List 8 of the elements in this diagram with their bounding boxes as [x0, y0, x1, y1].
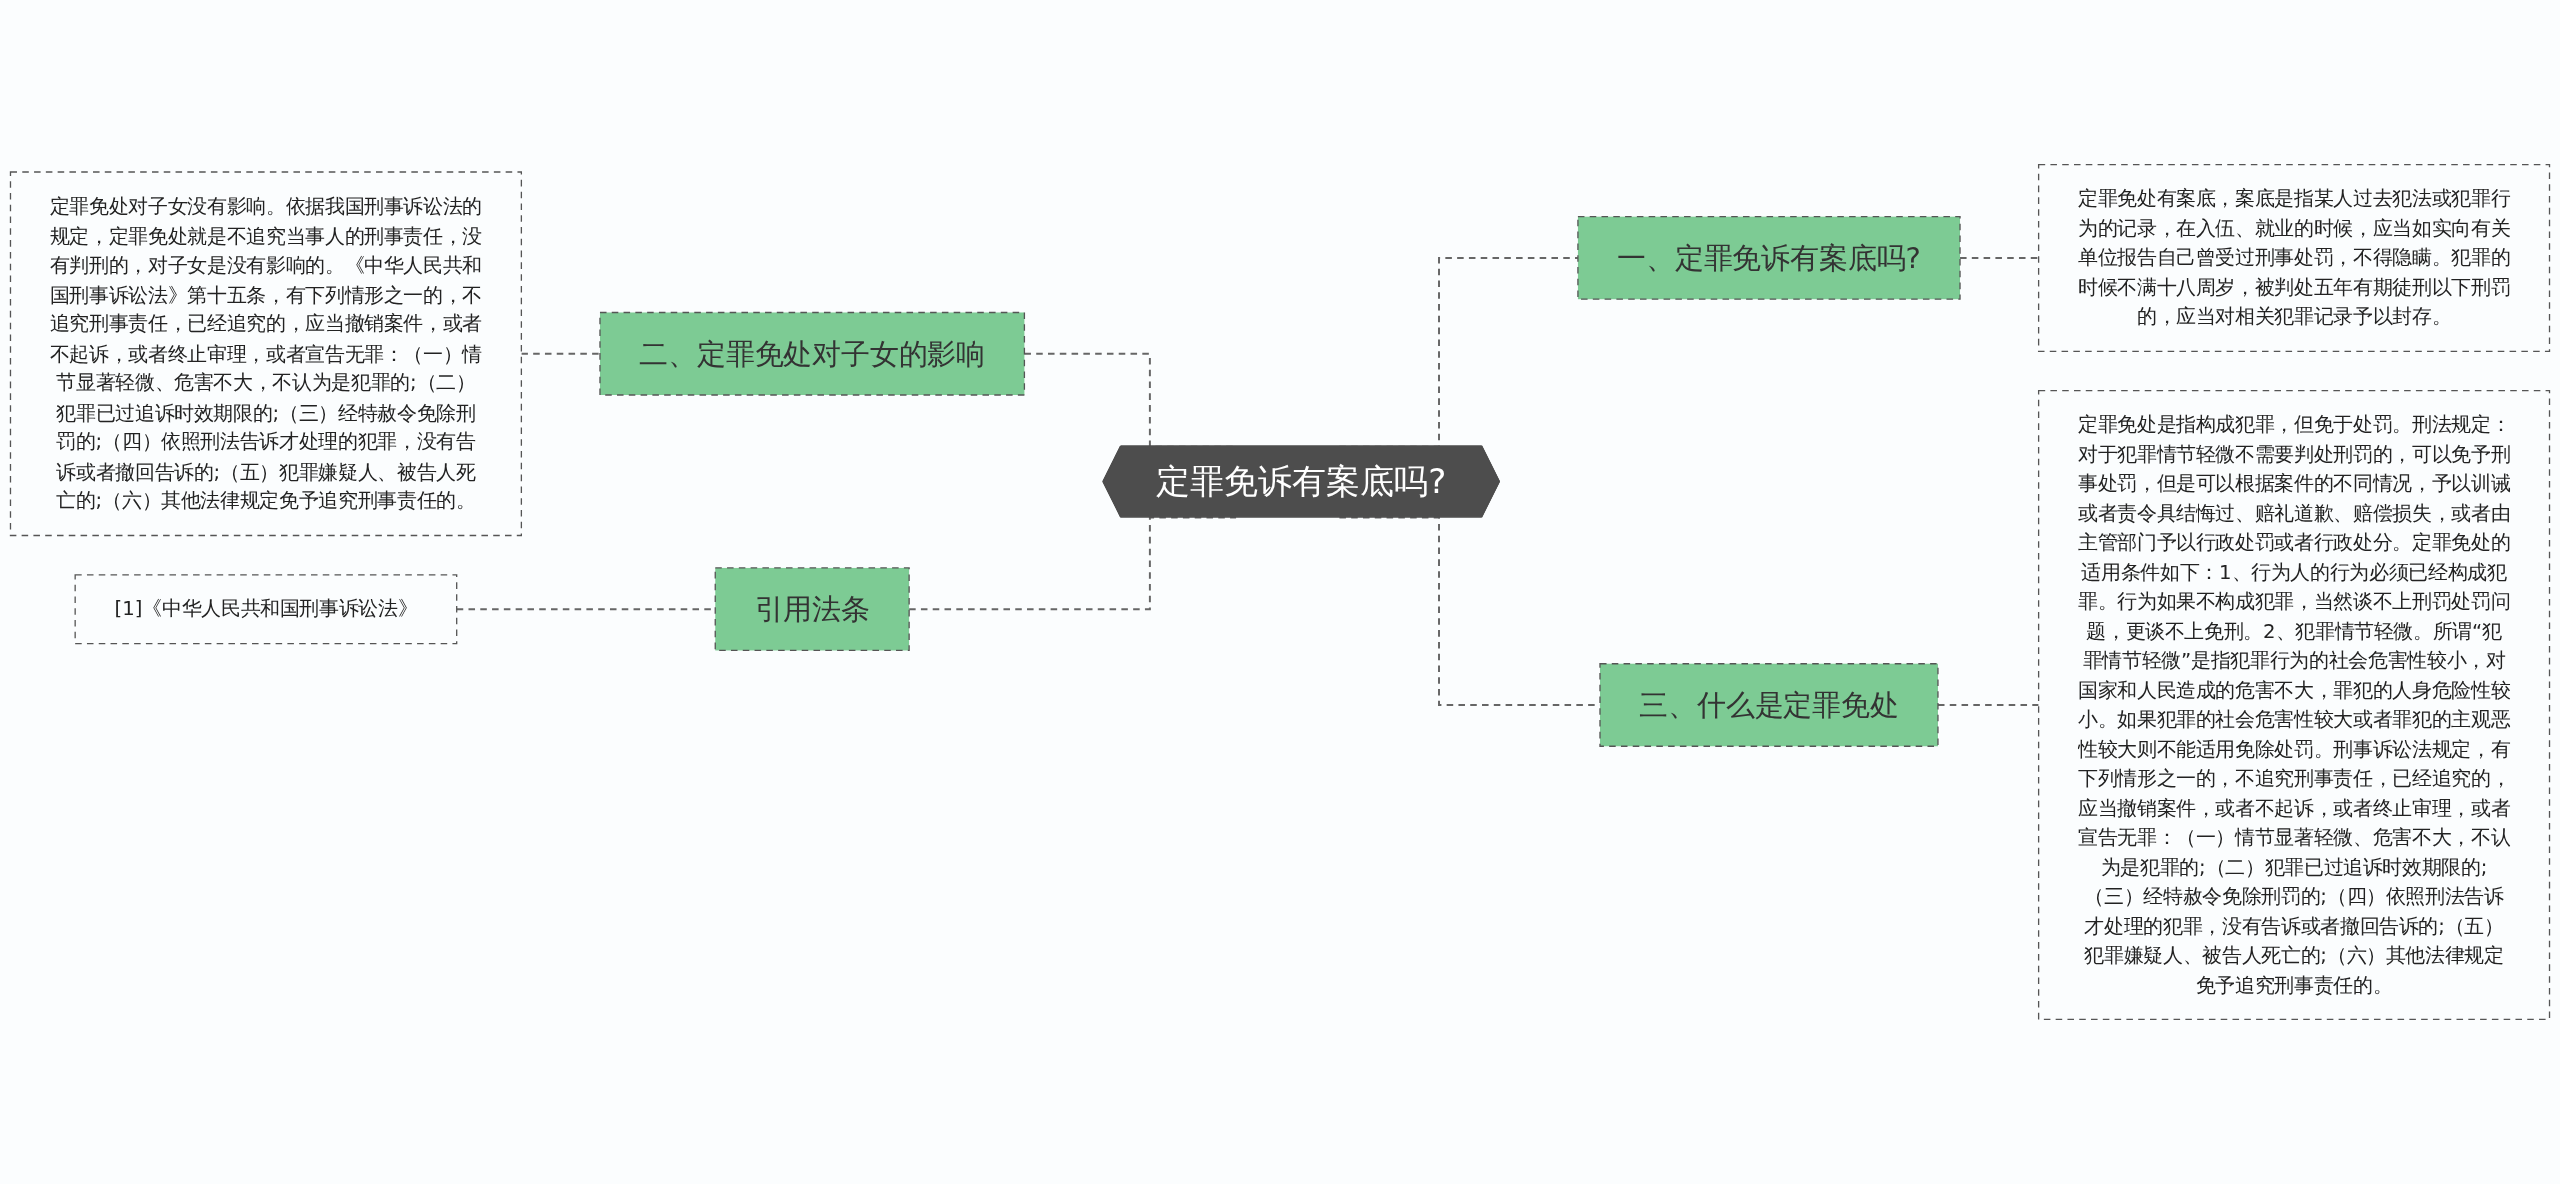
- node-box: 定罪免处对子女没有影响。依据我国刑事诉讼法的规定，定罪免处就是不追究当事人的刑事责任，没有判刑的，对子女是没有影响的。《中华人民共和国刑事诉讼法》第十五条，有下列情形之一的，不追究刑事责任，已经追究的，应当撤销案件，或者不起诉，或者终止审理，或者宣告无罪：（一）情节显著轻微、危害不大，不认为是犯罪的;（二）犯罪已过追诉时效期限的;（三）经特赦令免除刑罚的;（四）依照刑法告诉才处理的犯罪，没有告诉或者撤回告诉的;（五）犯罪嫌疑人、被告人死亡的;（六）其他法律规定免予追究刑事责任的。: [9, 171, 523, 537]
- node-box: 一、定罪免诉有案底吗?: [1577, 216, 1961, 300]
- node-box: [1]《中华人民共和国刑事诉讼法》: [74, 574, 458, 645]
- node-box: 三、什么是定罪免处: [1599, 663, 1939, 747]
- node-box: 定罪免处是指构成犯罪，但免于处罚。刑法规定：对于犯罪情节轻微不需要判处刑罚的，可以免予刑事处罚，但是可以根据案件的不同情况，予以训诫或者责令具结悔过、赔礼道歉、赔偿损失，或者由主管部门予以行政处罚或者行政处分。定罪免处的适用条件如下：1、行为人的行为必须已经构成犯罪。行为如果不构成犯罪，当然谈不上刑罚处罚问题，更谈不上免刑。2、犯罪情节轻微。所谓“犯罪情节轻微”是指犯罪行为的社会危害性较小，对国家和人民造成的危害不大，罪犯的人身危险性较小。如果犯罪的社会危害性较大或者罪犯的主观恶性较大则不能适用免除处罚。刑事诉讼法规定，有下列情形之一的，不追究刑事责任，已经追究的，应当撤销案件，或者不起诉，或者终止审理，或者宣告无罪：（一）情节显著轻微、危害不大，不认为是犯罪的;（二）犯罪已过追诉时效期限的;（三）经特赦令免除刑罚的;（四）依照刑法告诉才处理的犯罪，没有告诉或者撤回告诉的;（五）犯罪嫌疑人、被告人死亡的;（六）其他法律规定免予追究刑事责任的。: [2037, 389, 2551, 1021]
- node-box: 二、定罪免处对子女的影响: [599, 311, 1026, 396]
- node-box: 引用法条: [714, 567, 910, 652]
- node-box: 定罪免处有案底，案底是指某人过去犯法或犯罪行为的记录，在入伍、就业的时候，应当如实向有关单位报告自己曾受过刑事处罚，不得隐瞒。犯罪的时候不满十八周岁，被判处五年有期徒刑以下刑罚的，应当对相关犯罪记录予以封存。: [2037, 163, 2551, 352]
